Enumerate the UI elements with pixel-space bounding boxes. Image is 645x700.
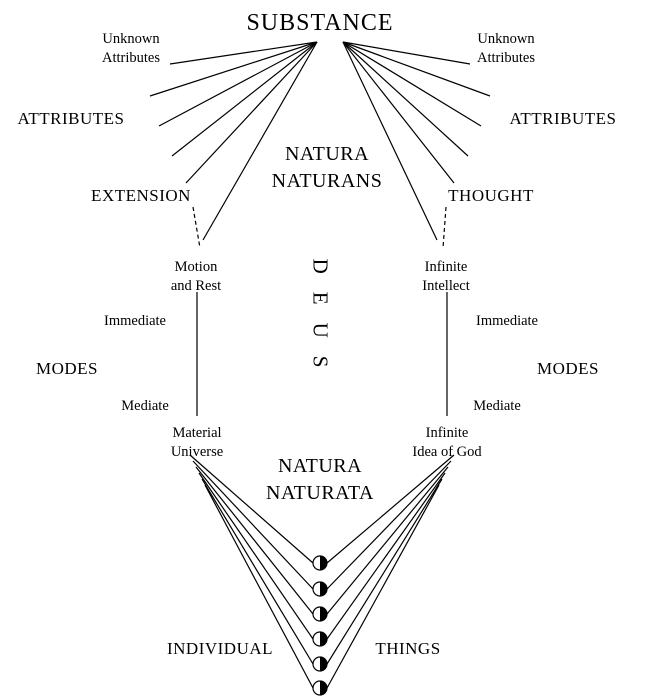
- connector-line: [202, 41, 318, 241]
- label-line: and Rest: [170, 278, 222, 294]
- individual-label: INDIVIDUAL: [166, 639, 274, 658]
- modes-right-label: MODES: [536, 359, 600, 378]
- connector-line: [342, 41, 455, 184]
- attributes-right-label: ATTRIBUTES: [509, 109, 617, 128]
- thing-node: [312, 555, 328, 571]
- label-line: NATURA: [277, 455, 363, 477]
- connector-line: [326, 454, 455, 564]
- connector-line: [342, 41, 471, 65]
- label-line: Unknown: [477, 31, 535, 47]
- connector-line: [149, 41, 318, 97]
- extension-motion-dashed-line: [192, 206, 201, 249]
- deus-label: DEUS: [308, 258, 333, 386]
- label-line: NATURANS: [271, 170, 383, 192]
- connector-line: [192, 460, 314, 590]
- connector-line: [326, 472, 446, 640]
- unknown-attributes-right-label: Unknown Attributes: [477, 30, 535, 68]
- motion-and-rest-label: Motion and Rest: [171, 258, 221, 296]
- substance-attribute-fan-right: [342, 41, 491, 241]
- label-line: Intellect: [422, 278, 470, 294]
- label-line: Universe: [170, 444, 224, 460]
- label-line: Attributes: [477, 50, 535, 66]
- connector-line: [201, 478, 314, 665]
- thing-node: [312, 680, 328, 696]
- connector-line: [342, 41, 491, 97]
- immediate-left-label: Immediate: [103, 313, 167, 329]
- unknown-attributes-left-label: Unknown Attributes: [102, 30, 160, 68]
- connector-line: [198, 472, 314, 640]
- material-universe-label: Material Universe: [171, 424, 223, 462]
- individual-things-fan-right: [326, 454, 455, 689]
- things-label: THINGS: [375, 639, 441, 658]
- connector-line: [326, 460, 452, 590]
- connector-line: [169, 41, 318, 65]
- thought-label: THOUGHT: [448, 186, 534, 205]
- infinite-idea-of-god-label: Infinite Idea of God: [412, 424, 481, 462]
- immediate-right-label: Immediate: [475, 313, 539, 329]
- connector-line: [326, 484, 440, 689]
- substance-attribute-fan-left: [149, 41, 318, 241]
- connector-line: [185, 41, 318, 184]
- thing-node: [312, 631, 328, 647]
- label-line: NATURA: [284, 143, 370, 165]
- modes-left-label: MODES: [35, 359, 99, 378]
- attributes-left-label: ATTRIBUTES: [17, 109, 125, 128]
- label-line: Material: [172, 425, 222, 441]
- natura-naturata-label: NATURA NATURATA: [266, 453, 374, 507]
- label-line: Infinite: [425, 425, 469, 441]
- label-line: NATURATA: [266, 482, 374, 504]
- label-line: Infinite: [424, 259, 468, 275]
- connector-line: [158, 41, 318, 127]
- individual-thing-nodes: [312, 555, 328, 696]
- connector-line: [342, 41, 482, 127]
- thing-node: [312, 581, 328, 597]
- label-line: Unknown: [102, 31, 160, 47]
- label-line: Idea of God: [412, 444, 482, 460]
- thought-intellect-dashed-line: [442, 206, 447, 249]
- connector-line: [342, 41, 438, 241]
- individual-things-fan-left: [189, 454, 314, 689]
- connector-line: [326, 466, 449, 615]
- mode-vertical-lines: [196, 292, 448, 416]
- connector-line: [342, 41, 469, 157]
- connector-line: [171, 41, 318, 157]
- infinite-intellect-label: Infinite Intellect: [422, 258, 470, 296]
- connector-line: [326, 478, 443, 665]
- thing-node: [312, 656, 328, 672]
- connector-line: [195, 466, 314, 615]
- extension-label: EXTENSION: [91, 186, 191, 205]
- label-line: Attributes: [102, 50, 160, 66]
- connector-line: [204, 484, 314, 689]
- label-line: Motion: [174, 259, 218, 275]
- natura-naturans-label: NATURA NATURANS: [272, 141, 383, 195]
- substance-label: SUBSTANCE: [246, 10, 394, 36]
- mediate-right-label: Mediate: [473, 398, 521, 414]
- attribute-mode-dashed-links: [192, 206, 447, 249]
- thing-node: [312, 606, 328, 622]
- connector-line: [189, 454, 314, 564]
- mediate-left-label: Mediate: [121, 398, 169, 414]
